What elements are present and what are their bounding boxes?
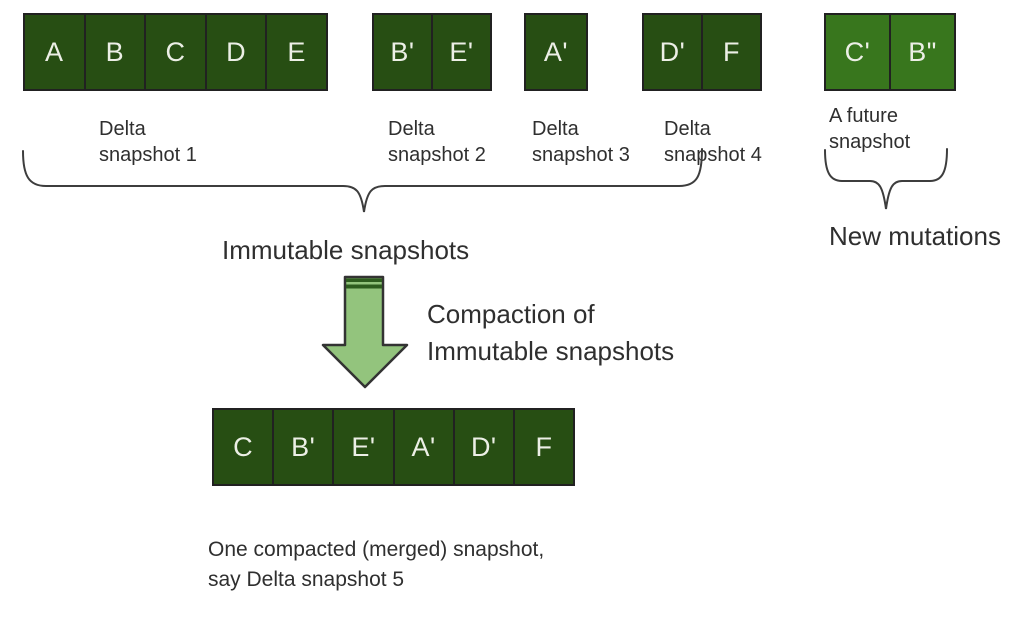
snapshot-cell: E' [334,410,395,484]
delta-snapshot-4-label: Delta snapshot 4 [664,118,762,166]
snapshot-cell: D' [644,15,703,89]
snapshot-cell: E [287,36,306,67]
snapshot-cell: C' [826,15,891,89]
delta-snapshot-2-label: Delta snapshot 2 [388,118,486,166]
snapshot-cell: C [214,410,275,484]
immutable-snapshots-label: Immutable snapshots [222,235,470,265]
compaction-label: Compaction of Immutable snapshots [427,299,675,366]
snapshot-cell: F [723,36,740,67]
snapshot-cell: A' [543,36,569,67]
delta-snapshot-2-strip: B' E' [372,13,492,91]
delta-snapshot-1-label: Delta snapshot 1 [99,118,197,166]
new-mutations-brace [824,148,948,210]
delta-snapshot-1-strip: A B C D E [23,13,328,91]
compacted-snapshot-strip: C B' E' A' D' F [212,408,575,486]
snapshot-cell: D' [455,410,515,484]
snapshot-cell: B' [274,410,335,484]
future-snapshot-label: A future snapshot [829,105,911,153]
compaction-arrow [321,275,409,389]
delta-snapshot-3-label: Delta snapshot 3 [532,118,630,166]
future-snapshot-strip: C' B" [824,13,956,91]
delta-snapshot-3-strip: A' [524,13,588,91]
snapshot-cell: C [146,15,207,89]
new-mutations-label: New mutations [829,221,1001,251]
snapshot-cell: F [535,431,553,462]
arrow-stripe [346,284,382,289]
compacted-snapshot-caption: One compacted (merged) snapshot, say Del… [208,538,545,591]
snapshot-cell: B" [908,36,937,67]
snapshot-cell: E' [449,36,474,67]
snapshot-cell: A [25,15,86,89]
snapshot-cell: B' [374,15,433,89]
snapshot-cell: D [207,15,268,89]
snapshot-cell: B [86,15,147,89]
delta-snapshot-4-strip: D' F [642,13,762,91]
arrow-stripe [346,278,382,282]
snapshot-cell: A' [395,410,455,484]
